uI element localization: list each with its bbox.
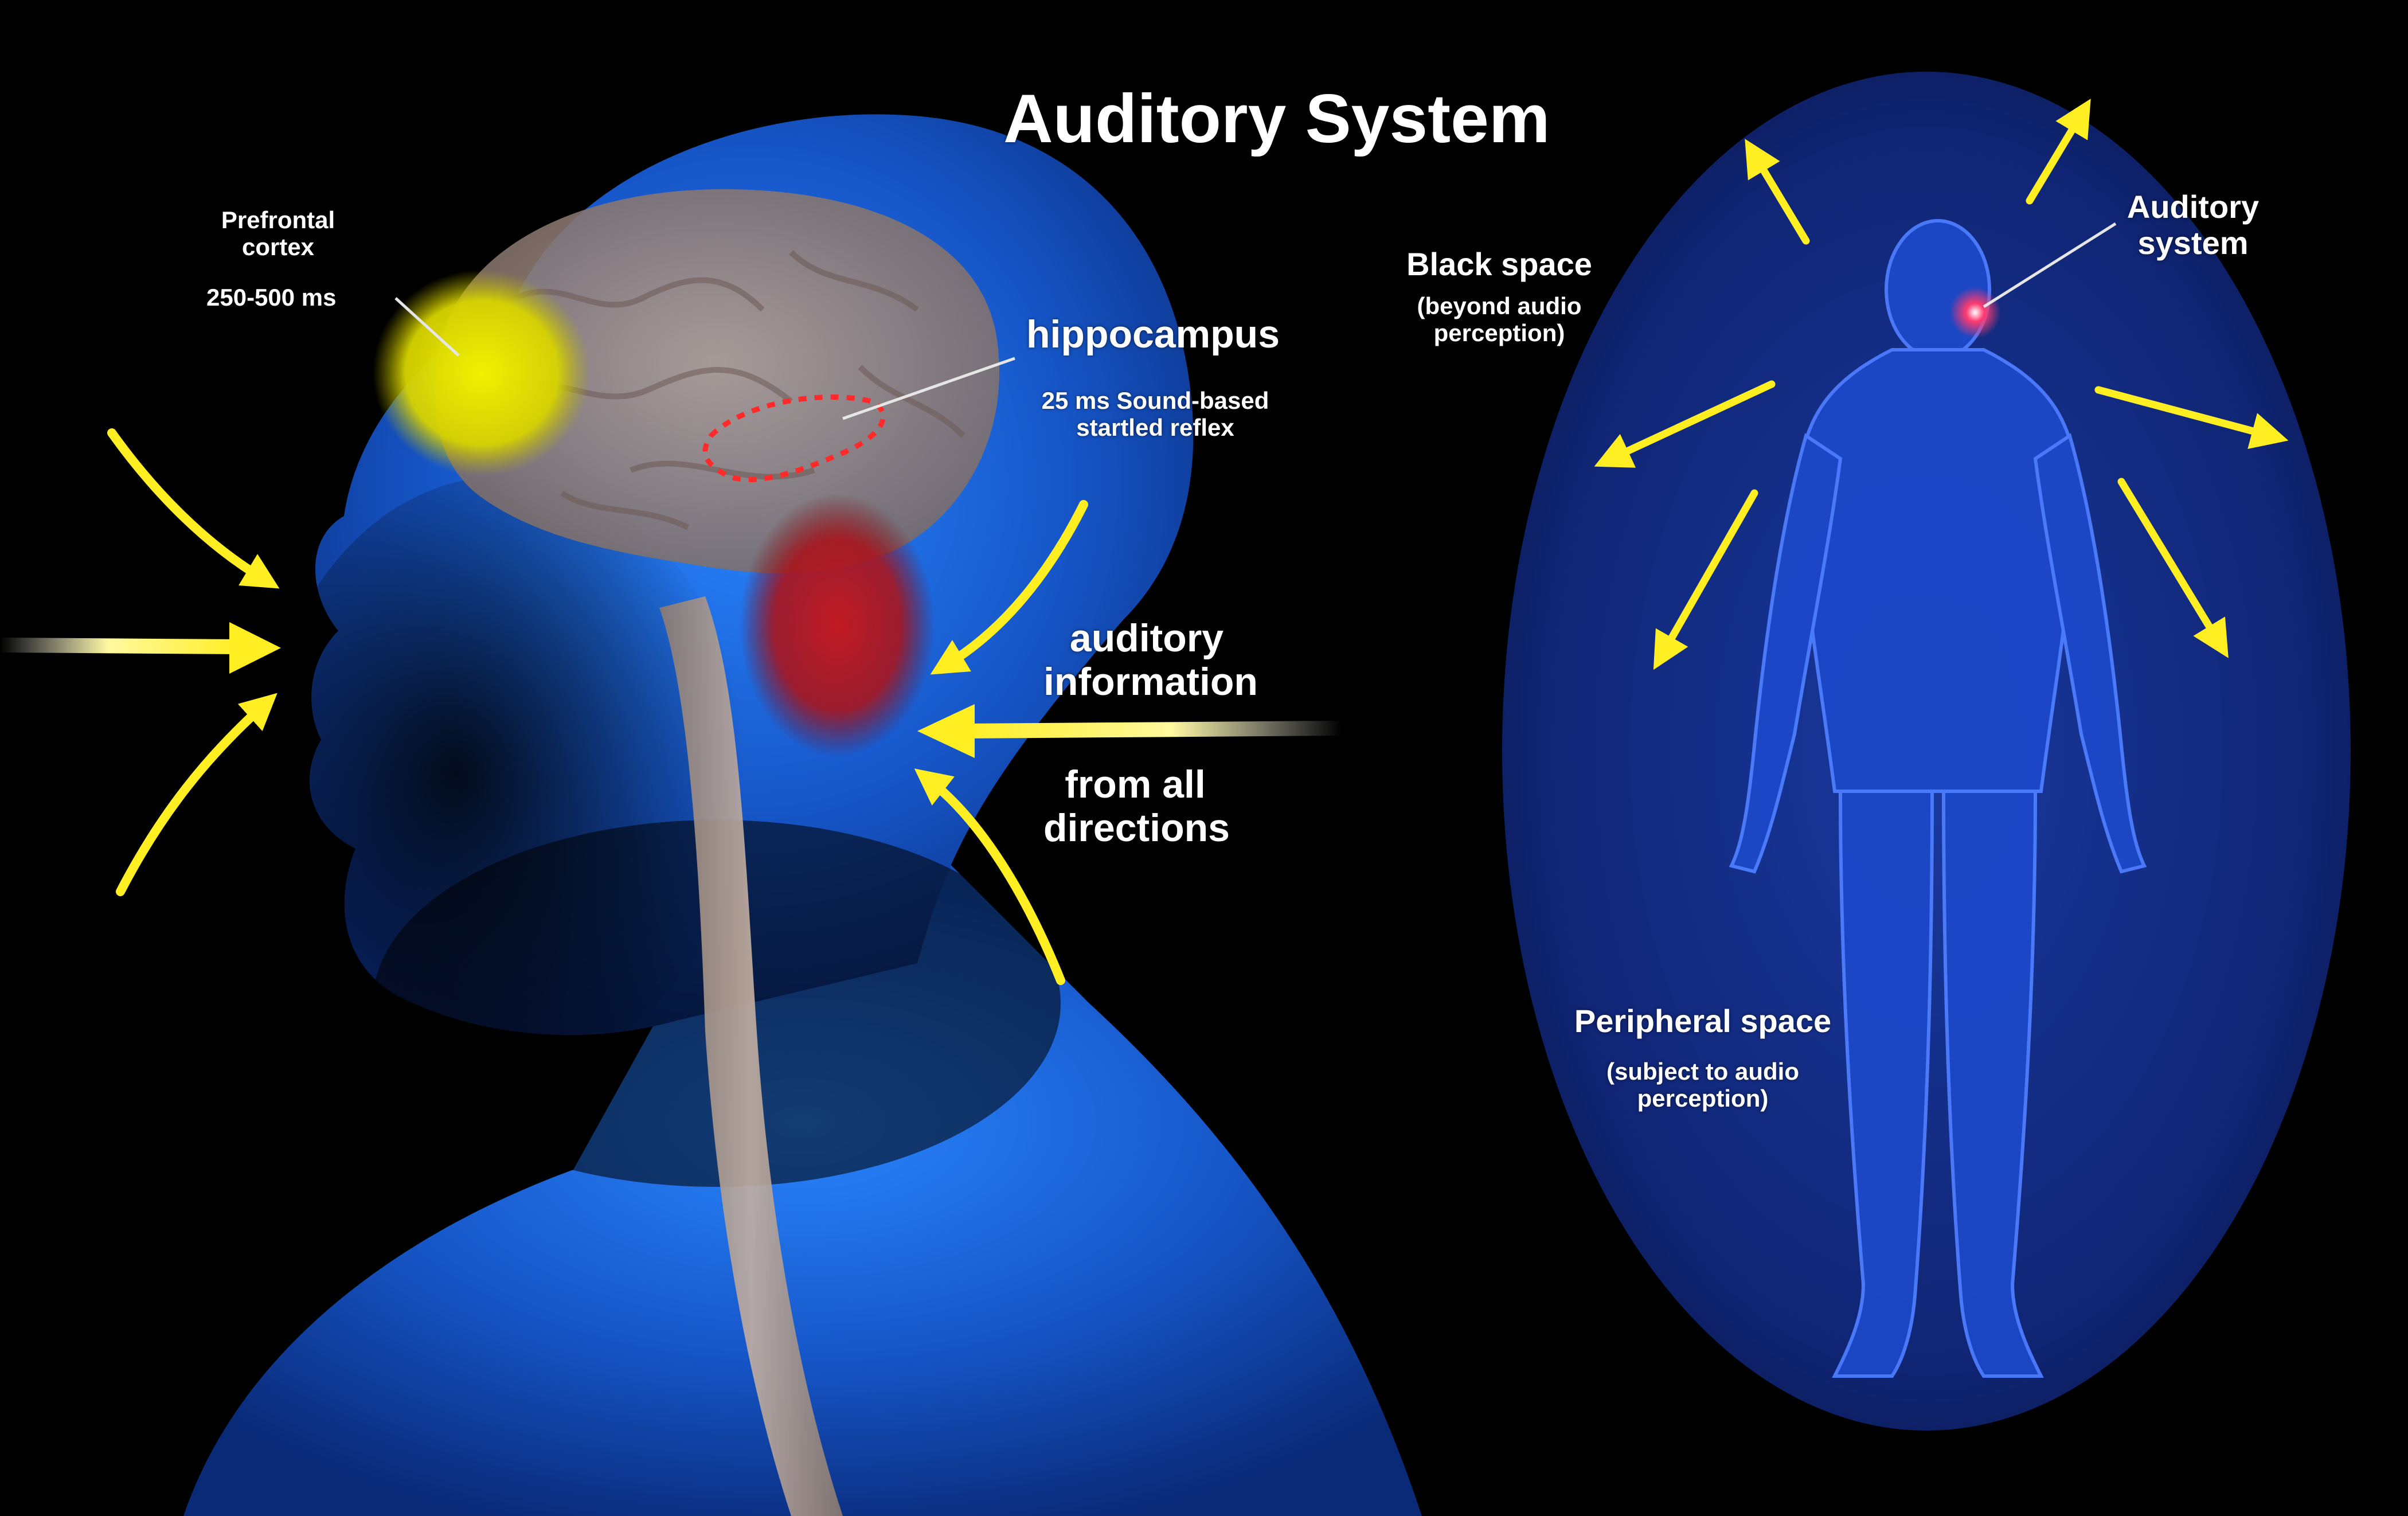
prefrontal-label: Prefrontal cortex bbox=[218, 206, 338, 260]
prefrontal-cortex-highlight bbox=[373, 269, 591, 476]
auditory-system-pointer bbox=[1983, 222, 2117, 308]
prefrontal-label-line2: cortex bbox=[241, 233, 315, 261]
hippocampus-pointer bbox=[842, 357, 1015, 420]
arrows-left-face bbox=[107, 428, 280, 896]
auditory-cortex-highlight bbox=[740, 493, 935, 757]
arrows-right-head bbox=[914, 500, 1088, 985]
hippocampus-outline bbox=[702, 394, 886, 482]
auditory-system-line2: system bbox=[2137, 224, 2249, 261]
from-all-directions-line1: from all bbox=[1065, 763, 1206, 806]
diagram-title: Auditory System bbox=[1003, 80, 1550, 157]
hippocampus-label: hippocampus bbox=[1026, 312, 1280, 356]
from-all-directions-line2: directions bbox=[1043, 806, 1230, 850]
auditory-information-label: auditory information bbox=[1043, 616, 1258, 704]
prefrontal-pointer bbox=[394, 297, 460, 357]
black-space-note-line1: (beyond audio bbox=[1417, 292, 1582, 319]
peripheral-space-note-line1: (subject to audio bbox=[1606, 1058, 1799, 1085]
auditory-information-line1: auditory bbox=[1069, 616, 1224, 660]
prefrontal-label-line1: Prefrontal bbox=[221, 206, 335, 233]
black-space-note: (beyond audio perception) bbox=[1399, 292, 1600, 346]
ear-marker bbox=[1949, 287, 2001, 338]
prefrontal-time: 250-500 ms bbox=[206, 284, 337, 311]
from-all-directions-label: from all directions bbox=[1043, 763, 1230, 850]
head-figure bbox=[183, 114, 1422, 1516]
hippocampus-note-line2: startled reflex bbox=[1076, 414, 1234, 441]
human-body-figure bbox=[1729, 219, 2147, 1378]
black-space-note-line2: perception) bbox=[1433, 319, 1565, 347]
outward-arrows bbox=[1594, 99, 2289, 670]
hippocampus-note-line1: 25 ms Sound-based bbox=[1041, 387, 1269, 414]
black-space-label: Black space bbox=[1406, 246, 1592, 282]
auditory-system-label: Auditory system bbox=[2110, 189, 2276, 261]
auditory-system-line1: Auditory bbox=[2126, 189, 2260, 225]
peripheral-space-label: Peripheral space bbox=[1574, 1003, 1832, 1039]
peripheral-space-note-line2: perception) bbox=[1637, 1085, 1769, 1112]
peripheral-space-note: (subject to audio perception) bbox=[1582, 1058, 1823, 1112]
auditory-information-line2: information bbox=[1043, 660, 1258, 704]
hippocampus-note: 25 ms Sound-based startled reflex bbox=[1041, 387, 1270, 441]
